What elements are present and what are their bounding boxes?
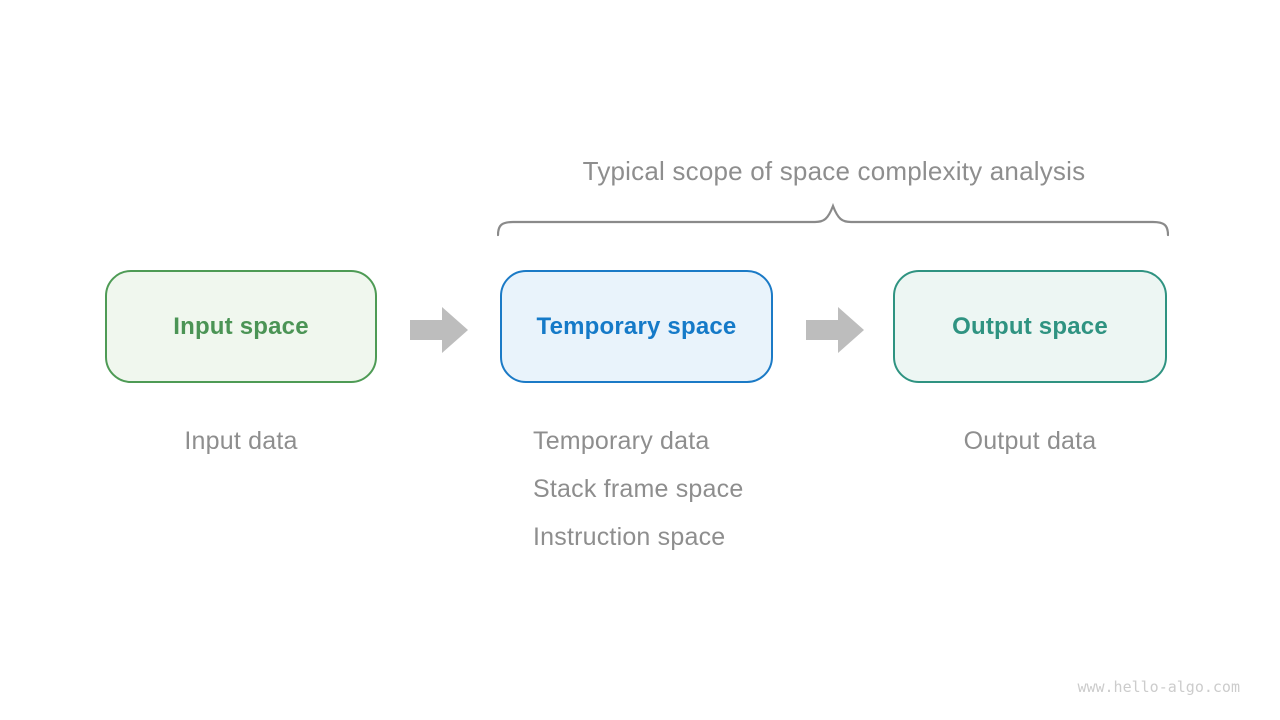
temporary-note-item: Stack frame space [533, 475, 744, 503]
input-space-note: Input data [184, 427, 298, 455]
temporary-space-box: Temporary space [500, 270, 773, 383]
temporary-space-label: Temporary space [536, 312, 737, 340]
diagram-title: Typical scope of space complexity analys… [582, 156, 1086, 186]
right-arrow-icon [806, 307, 864, 353]
output-space-note: Output data [963, 427, 1097, 455]
output-space-label: Output space [952, 312, 1108, 340]
input-space-box: Input space [105, 270, 377, 383]
right-arrow-icon [410, 307, 468, 353]
brace-icon [497, 202, 1169, 237]
temporary-note-item: Temporary data [533, 427, 710, 455]
temporary-space-notes: Temporary data Stack frame space Instruc… [533, 426, 743, 570]
input-space-label: Input space [173, 312, 309, 340]
temporary-note-item: Instruction space [533, 523, 726, 551]
website-watermark: www.hello-algo.com [1077, 678, 1240, 696]
output-space-box: Output space [893, 270, 1167, 383]
